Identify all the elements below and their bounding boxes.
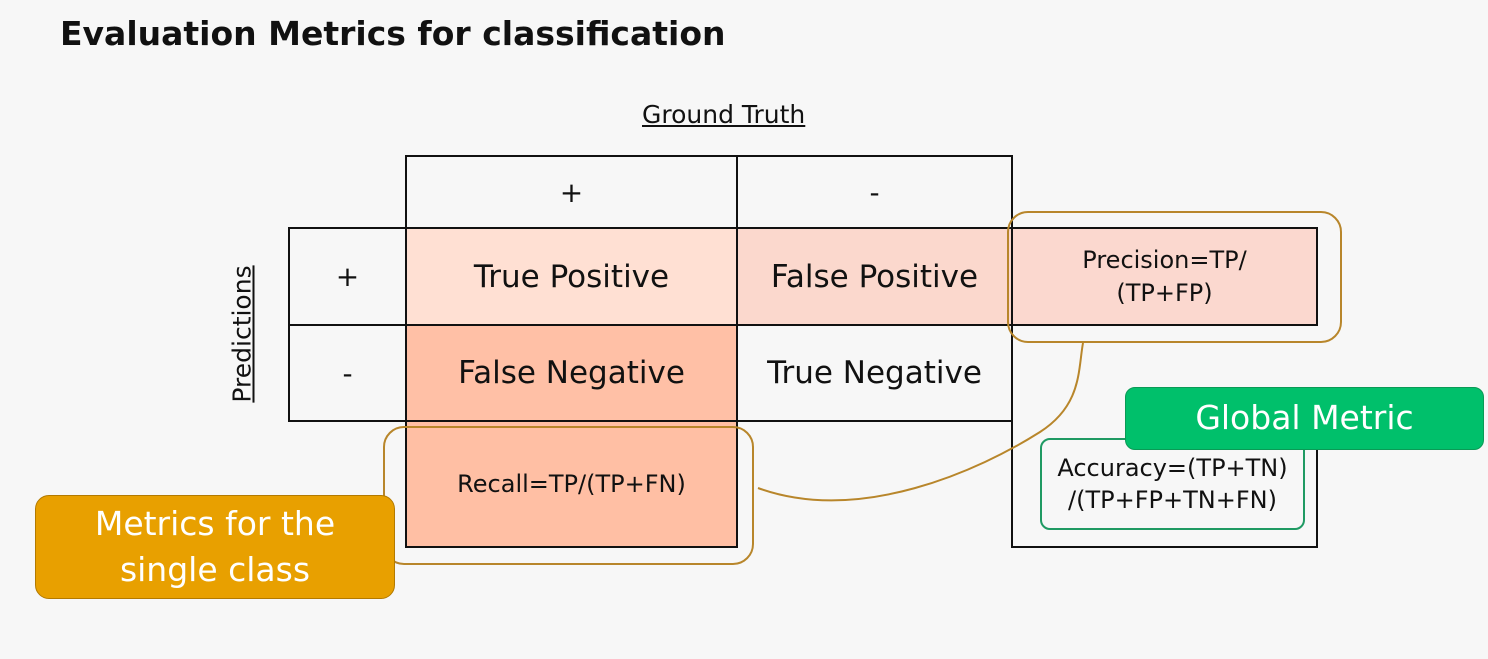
true-negative-cell: True Negative xyxy=(736,324,1013,422)
single-class-callout: Metrics for the single class xyxy=(35,495,395,599)
false-negative-cell: False Negative xyxy=(405,324,738,422)
true-positive-cell: True Positive xyxy=(405,227,738,326)
single-class-line-2: single class xyxy=(119,550,311,589)
precision-highlight-outline xyxy=(1007,211,1342,343)
accuracy-line-2: /(TP+FP+TN+FN) xyxy=(1068,486,1277,514)
global-metric-callout: Global Metric xyxy=(1125,387,1484,450)
ground-truth-label: Ground Truth xyxy=(642,100,806,129)
precision-line-1: Precision=TP/ xyxy=(1082,246,1247,275)
false-positive-cell: False Positive xyxy=(736,227,1013,326)
recall-highlight-outline xyxy=(383,426,754,565)
accuracy-line-1: Accuracy=(TP+TN) xyxy=(1057,453,1288,482)
connector-curve xyxy=(757,342,1084,502)
recall-cell: Recall=TP/(TP+FN) xyxy=(405,420,738,548)
page-title: Evaluation Metrics for classification xyxy=(60,14,726,53)
precision-line-2: (TP+FP) xyxy=(1116,278,1213,307)
accuracy-cell xyxy=(1011,420,1318,548)
single-class-line-1: Metrics for the xyxy=(94,503,336,543)
precision-cell: Precision=TP/ (TP+FP) xyxy=(1011,227,1318,326)
